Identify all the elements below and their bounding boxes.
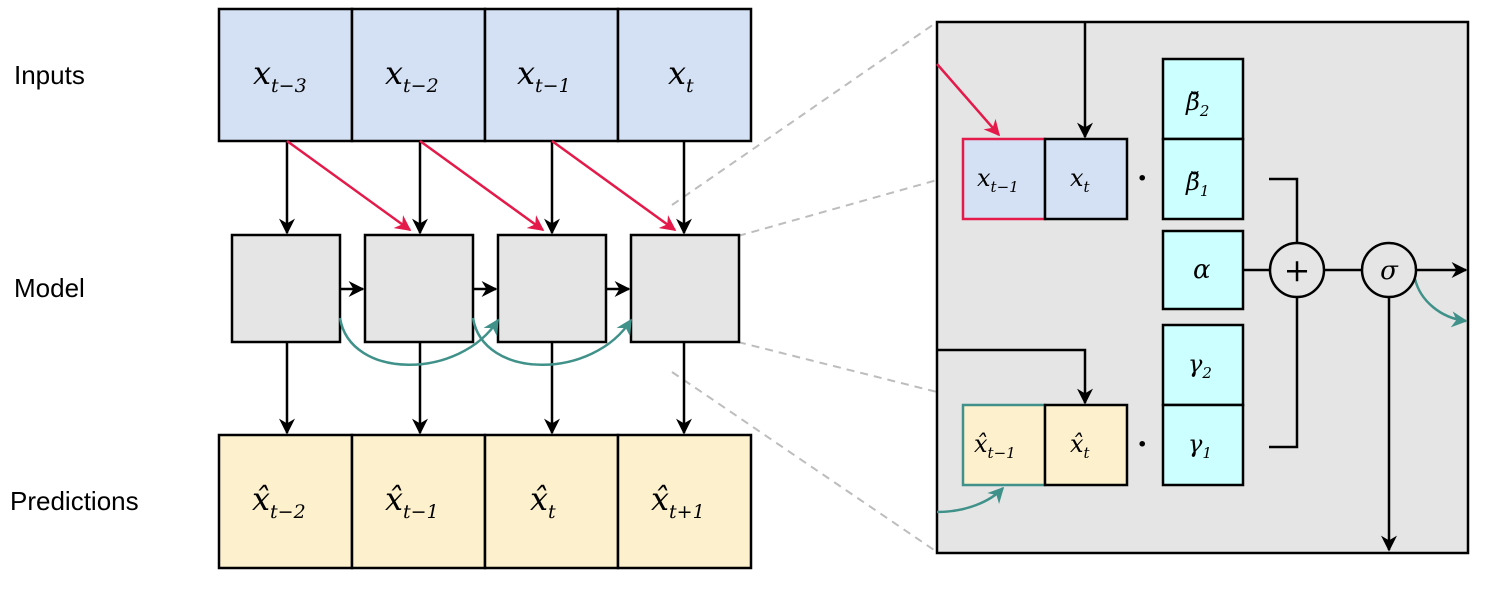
predictions-row: x̂t−2 x̂t−1 x̂t x̂t+1 [217,433,753,570]
prediction-cell [217,433,354,570]
row-label-model: Model [14,273,85,303]
input-label: xt−3 [253,54,307,97]
beta-1-cell [1161,137,1245,221]
red-arrow [419,139,545,232]
dot-product-symbol: · [1137,161,1147,196]
dot-product-symbol: · [1137,427,1147,462]
prediction-label: x̂t−1 [385,480,439,523]
input-label: xt−1 [517,54,571,97]
lag-input-arrows [286,139,677,232]
gamma-branch-line [1269,297,1299,449]
prediction-cell [616,433,753,570]
prediction-feed-arrow [937,348,1093,405]
detail-panel: xt−1 xt x̂t−1 x̂t · · β̆2 β̆1 α γ2 γ1 [935,20,1470,555]
prediction-feedback-arrows [338,317,633,366]
gamma-2-label: γ2 [1188,350,1212,382]
detail-input-cell [1043,137,1129,221]
detail-lag-prediction-arrow [936,486,1005,514]
model-cell [230,233,342,344]
red-arrow [286,139,412,232]
red-arrow [551,139,677,232]
beta-2-label: β̆2 [1185,88,1209,120]
detail-lag-input-label: xt−1 [977,164,1019,196]
input-cell [483,7,620,143]
input-to-model-arrows [279,141,692,235]
detail-input-label: xt [1070,164,1091,196]
row-label-inputs: Inputs [14,60,85,90]
beta-2-cell [1161,57,1245,141]
prediction-label: x̂t−2 [252,480,306,523]
gamma-1-label: γ1 [1188,430,1212,462]
input-cell [217,7,354,143]
gamma-1-cell [1161,403,1245,487]
input-cell [616,7,753,143]
zoom-line-upper [737,179,938,237]
teal-arrow [471,317,633,366]
row-label-predictions: Predictions [10,486,139,516]
model-row [230,233,741,344]
model-to-prediction-arrows [279,342,692,435]
prediction-label: x̂t [530,480,556,523]
detail-lag-prediction-label: x̂t−1 [974,430,1016,462]
detail-lag-input-arrow [936,63,1001,137]
zoom-line-top [671,21,938,206]
input-label: xt [668,54,694,97]
sigmoid-node [1360,241,1418,299]
input-label: xt−2 [385,54,439,97]
model-cell [363,233,475,344]
detail-lag-input-cell [961,137,1047,221]
beta-1-label: β̆1 [1185,168,1209,200]
detail-lag-prediction-cell [961,403,1047,487]
detail-prediction-label: x̂t [1070,430,1091,462]
zoom-line-lower [737,341,938,393]
sum-node [1268,241,1326,299]
sigmoid-symbol: σ [1380,256,1399,286]
zoom-line-bottom [671,371,938,553]
sum-symbol: + [1284,251,1311,289]
beta-branch-line [1269,177,1299,244]
alpha-cell [1161,229,1245,311]
detail-prediction-cell [1043,403,1129,487]
model-cell [629,233,741,344]
detail-wiring [937,22,1468,552]
inputs-row: xt−3 xt−2 xt−1 xt [217,7,753,143]
model-cell [496,233,608,344]
zoom-guide-lines [671,21,938,553]
detail-output-feedback-arrow [1413,278,1468,328]
alpha-label: α [1193,255,1211,285]
prediction-cell [350,433,487,570]
prediction-label: x̂t+1 [651,480,705,523]
